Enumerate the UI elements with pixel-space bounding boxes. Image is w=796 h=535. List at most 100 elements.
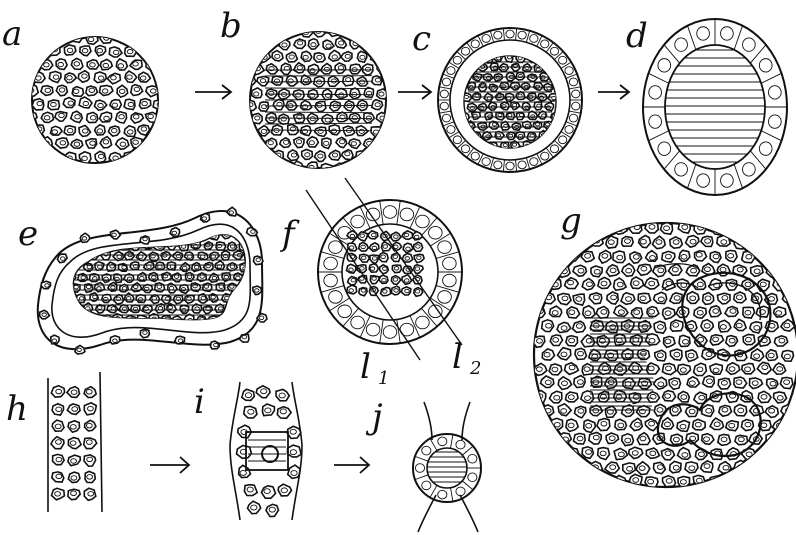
cell-nucleus — [247, 56, 252, 60]
cell-nucleus — [530, 35, 538, 43]
cell-outline — [80, 46, 91, 56]
cell-nucleus — [561, 466, 567, 471]
cell-nucleus — [98, 243, 103, 247]
cell-outline — [478, 123, 487, 131]
cell-outline — [65, 294, 75, 303]
cell-outline — [68, 472, 80, 482]
cell-outline — [42, 33, 53, 44]
cell-outline — [637, 264, 651, 275]
cell-outline — [630, 335, 642, 346]
label-f: f — [279, 214, 300, 254]
cell-outline — [335, 63, 346, 74]
cell-outline — [71, 58, 83, 69]
cell-outline — [75, 345, 85, 354]
cell-outline — [136, 252, 146, 261]
cell-nucleus — [768, 86, 781, 99]
cell-outline — [549, 279, 561, 290]
cell-outline — [57, 254, 67, 263]
cell-outline — [709, 306, 721, 317]
cell-outline — [371, 149, 383, 160]
cell-nucleus — [383, 206, 397, 219]
cell-nucleus — [761, 450, 767, 455]
cell-nucleus — [471, 152, 479, 160]
cell-nucleus — [79, 317, 84, 321]
cell-outline — [638, 378, 651, 388]
cell-nucleus — [274, 30, 279, 34]
cell-outline — [49, 153, 61, 163]
cell-nucleus — [157, 127, 163, 131]
label-c: c — [412, 19, 431, 59]
cell-nucleus — [223, 319, 228, 323]
cell-nucleus — [105, 317, 110, 321]
cell-wall — [734, 26, 742, 50]
cell-outline — [534, 83, 544, 91]
cell-outline — [154, 47, 165, 56]
cell-nucleus — [415, 464, 424, 473]
label-l2-sub: 2 — [469, 358, 481, 379]
cell-nucleus — [416, 215, 430, 228]
figure-g-section — [533, 221, 796, 488]
cell-nucleus — [770, 464, 776, 469]
cell-nucleus — [283, 166, 288, 170]
cell-nucleus — [416, 316, 430, 329]
cell-outline — [750, 378, 763, 389]
cell-nucleus — [538, 224, 544, 229]
cell-outline — [349, 139, 361, 149]
cell-outline — [718, 434, 731, 445]
cell-outline — [279, 40, 290, 50]
cell-outline — [719, 405, 732, 416]
cell-outline — [654, 377, 667, 389]
cell-nucleus — [559, 136, 567, 144]
cell-outline — [414, 254, 424, 263]
cell-outline — [130, 305, 140, 313]
cell-outline — [774, 336, 787, 346]
cell-nucleus — [85, 243, 90, 247]
cell-nucleus — [470, 66, 474, 69]
cell-outline — [687, 292, 699, 304]
cell-outline — [583, 306, 595, 318]
cell-outline — [549, 364, 562, 375]
cell-outline — [758, 476, 771, 487]
cell-nucleus — [518, 161, 526, 169]
cell-nucleus — [569, 253, 575, 258]
cell-outline — [645, 419, 658, 431]
cell-outline — [670, 237, 683, 248]
cell-outline — [598, 277, 611, 288]
cell-outline — [742, 251, 755, 262]
cell-nucleus — [675, 163, 688, 176]
cell-nucleus — [545, 465, 551, 470]
cell-nucleus — [127, 155, 133, 159]
cell-nucleus — [324, 257, 338, 270]
cell-outline — [726, 421, 739, 431]
cell-wall — [329, 298, 349, 311]
cell-nucleus — [270, 43, 275, 47]
cell-nucleus — [464, 75, 468, 78]
cell-outline — [473, 132, 481, 141]
cell-outline — [615, 419, 627, 430]
cell-outline — [33, 46, 45, 58]
cell-outline — [233, 294, 243, 303]
cell-wall — [750, 151, 766, 169]
cell-outline — [726, 363, 740, 375]
cell-nucleus — [262, 153, 267, 157]
cell-outline — [379, 252, 388, 261]
cell-outline — [117, 85, 128, 97]
cell-outline — [321, 64, 332, 74]
cell-outline — [756, 306, 768, 317]
cell-outline — [109, 47, 122, 57]
cell-outline — [574, 461, 587, 472]
cell-nucleus — [453, 136, 461, 144]
cell-outline — [242, 389, 254, 400]
cell-outline — [77, 315, 86, 323]
cell-outline — [329, 150, 340, 160]
cell-outline — [581, 335, 595, 347]
cell-nucleus — [51, 155, 57, 159]
cell-wall — [450, 435, 452, 449]
cell-outline — [245, 52, 256, 63]
cell-wall — [648, 73, 668, 83]
cell-nucleus — [536, 143, 540, 146]
cell-outline — [478, 142, 487, 150]
cell-outline — [124, 126, 135, 137]
cell-nucleus — [760, 253, 766, 258]
cell-wall — [490, 31, 493, 43]
